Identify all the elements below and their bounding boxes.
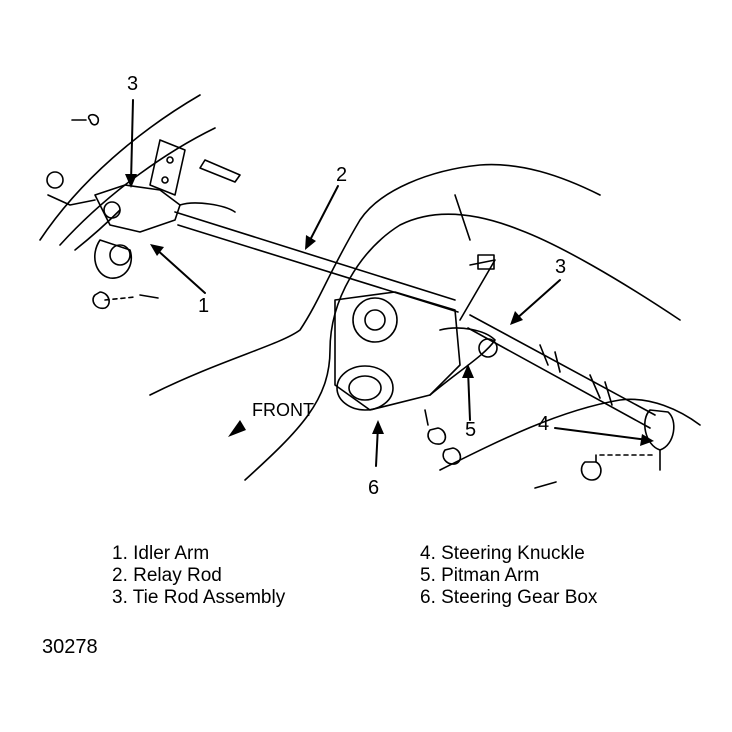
callout-5: 5 <box>465 419 477 441</box>
legend-item-idler-arm: 1. Idler Arm <box>112 543 210 564</box>
legend-item-relay-rod: 2. Relay Rod <box>112 565 222 586</box>
legend-right: 4. Steering Knuckle 5. Pitman Arm 6. Ste… <box>420 543 597 609</box>
callout-3-right: 3 <box>555 256 567 278</box>
callout-leaders <box>130 99 649 467</box>
legend-item-steering-knuckle: 4. Steering Knuckle <box>420 543 585 564</box>
front-arrow-icon <box>228 420 246 437</box>
callout-4: 4 <box>538 413 550 435</box>
steering-gear-box-shape <box>334 254 496 411</box>
tie-rod-right <box>467 314 656 429</box>
legend-item-pitman-arm: 5. Pitman Arm <box>420 565 540 586</box>
callout-6: 6 <box>368 477 380 499</box>
gearbox-fasteners <box>424 409 462 465</box>
callout-3-top: 3 <box>127 73 139 95</box>
frame-outline <box>39 94 701 481</box>
legend-item-steering-gear-box: 6. Steering Gear Box <box>420 587 598 608</box>
figure-id: 30278 <box>42 636 98 658</box>
front-label: FRONT <box>252 400 314 420</box>
callout-2: 2 <box>336 164 348 186</box>
legend-item-tie-rod-assembly: 3. Tie Rod Assembly <box>112 587 286 608</box>
idler-arm-assembly <box>46 113 241 310</box>
callout-arrowheads <box>125 174 654 446</box>
callout-1: 1 <box>198 295 210 317</box>
steering-knuckle-shape <box>534 409 675 489</box>
legend-left: 1. Idler Arm 2. Relay Rod 3. Tie Rod Ass… <box>112 543 285 609</box>
